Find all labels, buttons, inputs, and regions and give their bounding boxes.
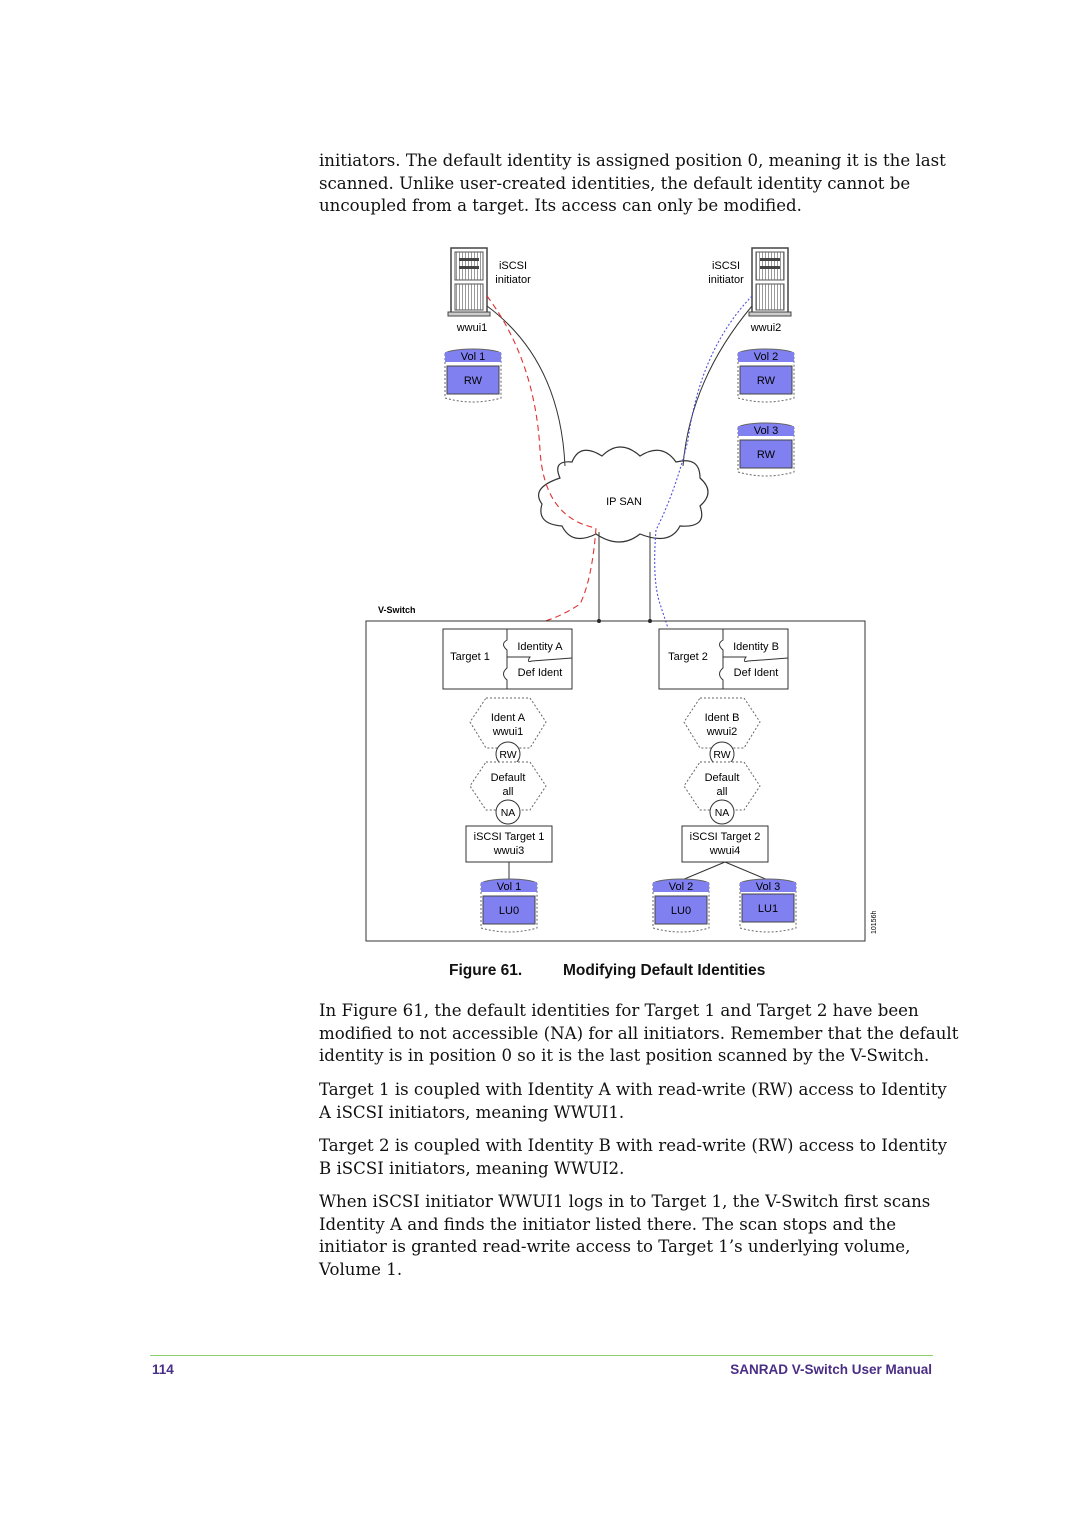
- target-label: Target 2: [668, 651, 708, 663]
- body-paragraph: In Figure 61, the default identities for…: [319, 1000, 959, 1068]
- volume-cylinder: [480, 878, 538, 933]
- identity-hexagon: [469, 697, 547, 749]
- cloud-label: IP SAN: [606, 496, 642, 508]
- link-line: [682, 305, 753, 467]
- volume-name: Vol 2: [754, 351, 778, 363]
- initiator-label: initiator: [495, 274, 531, 286]
- ident-access: RW: [713, 749, 730, 761]
- footer-divider: [150, 1355, 933, 1356]
- identity-hexagon: [683, 697, 761, 749]
- volume-cylinder: [737, 348, 795, 403]
- link-line: [486, 305, 566, 467]
- v-switch-box: [365, 620, 866, 942]
- caption-title: Modifying Default Identities: [563, 962, 766, 979]
- iscsi-target-wwui: wwui4: [709, 845, 741, 857]
- volume-cylinder: [444, 348, 502, 403]
- intro-line: initiators. The default identity is assi…: [319, 151, 946, 170]
- paragraph-line: identity is in position 0 so it is the l…: [319, 1046, 930, 1065]
- default-scope: all: [502, 786, 513, 798]
- intro-paragraph: initiators. The default identity is assi…: [319, 150, 946, 218]
- ident-name: Ident B: [705, 712, 740, 724]
- access-circle: [709, 799, 735, 825]
- manual-title: SANRAD V-Switch User Manual: [730, 1362, 932, 1377]
- paragraph-line: When iSCSI initiator WWUI1 logs in to Ta…: [319, 1192, 931, 1211]
- ip-san-cloud: [538, 446, 709, 543]
- volume-access: RW: [757, 375, 776, 387]
- initiator-label: iSCSI: [499, 260, 527, 272]
- volume-name: Vol 2: [669, 881, 693, 893]
- caption-number: Figure 61.: [449, 962, 523, 979]
- volume-access: RW: [464, 375, 483, 387]
- volume-cylinder: [737, 422, 795, 477]
- volume-cylinder: [652, 878, 710, 933]
- default-ident-label: Def Ident: [518, 667, 563, 679]
- initiator-wwui: wwui1: [456, 322, 488, 334]
- body-paragraph: Target 1 is coupled with Identity A with…: [319, 1079, 947, 1124]
- volume-name: Vol 3: [754, 425, 778, 437]
- paragraph-line: Volume 1.: [319, 1259, 403, 1279]
- initiator-wwui: wwui2: [750, 322, 782, 334]
- ident-wwui: wwui1: [492, 726, 524, 738]
- iscsi-target-box: [465, 825, 553, 863]
- lun-label: LU0: [499, 905, 519, 917]
- intro-line: uncoupled from a target. Its access can …: [319, 196, 802, 215]
- volume-name: Vol 3: [756, 881, 780, 893]
- volume-cylinder: [739, 878, 797, 933]
- default-scope: all: [716, 786, 727, 798]
- paragraph-line: B iSCSI initiators, meaning WWUI2.: [319, 1158, 625, 1178]
- paragraph-line: In Figure 61, the default identities for…: [319, 1001, 919, 1020]
- server-icon: [748, 247, 792, 317]
- paragraph-line: Identity A and finds the initiator liste…: [319, 1214, 897, 1234]
- volume-name: Vol 1: [461, 351, 485, 363]
- red-path: [486, 295, 597, 622]
- paragraph-line: Target 2 is coupled with Identity B with…: [319, 1136, 947, 1155]
- target-label: Target 1: [450, 651, 490, 663]
- volume-access: RW: [757, 449, 776, 461]
- ident-access: RW: [499, 749, 516, 761]
- iscsi-target-wwui: wwui3: [493, 845, 525, 857]
- body-paragraph: Target 2 is coupled with Identity B with…: [319, 1135, 947, 1180]
- blue-path: [654, 295, 753, 629]
- default-name: Default: [491, 772, 526, 784]
- page-number: 114: [152, 1362, 174, 1377]
- switch-label: V-Switch: [378, 605, 416, 615]
- initiator-label: iSCSI: [712, 260, 740, 272]
- access-circle: [495, 799, 521, 825]
- iscsi-target-name: iSCSI Target 1: [474, 831, 545, 843]
- initiator-label: initiator: [708, 274, 744, 286]
- default-name: Default: [705, 772, 740, 784]
- iscsi-target-box: [681, 825, 769, 863]
- figure-id: 10156h: [871, 911, 878, 934]
- default-hexagon: [469, 761, 547, 811]
- paragraph-line: modified to not accessible (NA) for all …: [319, 1023, 959, 1043]
- identity-label: Identity B: [733, 641, 779, 653]
- intro-line: scanned. Unlike user-created identities,…: [319, 173, 911, 193]
- ident-wwui: wwui2: [706, 726, 738, 738]
- body-paragraph: When iSCSI initiator WWUI1 logs in to Ta…: [319, 1191, 939, 1281]
- identity-label: Identity A: [517, 641, 563, 653]
- lun-label: LU1: [758, 903, 778, 915]
- paragraph-line: Target 1 is coupled with Identity A with…: [319, 1080, 947, 1099]
- ident-name: Ident A: [491, 712, 526, 724]
- volume-name: Vol 1: [497, 881, 521, 893]
- default-hexagon: [683, 761, 761, 811]
- network-diagram: iSCSI initiator wwui1 iSCSI initiator ww…: [365, 247, 878, 942]
- paragraph-line: A iSCSI initiators, meaning WWUI1.: [319, 1102, 625, 1122]
- default-access: NA: [715, 807, 730, 819]
- iscsi-target-name: iSCSI Target 2: [690, 831, 761, 843]
- default-ident-label: Def Ident: [734, 667, 779, 679]
- lun-label: LU0: [671, 905, 691, 917]
- paragraph-line: initiator is granted read-write access t…: [319, 1237, 911, 1256]
- default-access: NA: [501, 807, 516, 819]
- figure-caption: Figure 61. Modifying Default Identities: [449, 962, 765, 980]
- server-icon: [447, 247, 491, 317]
